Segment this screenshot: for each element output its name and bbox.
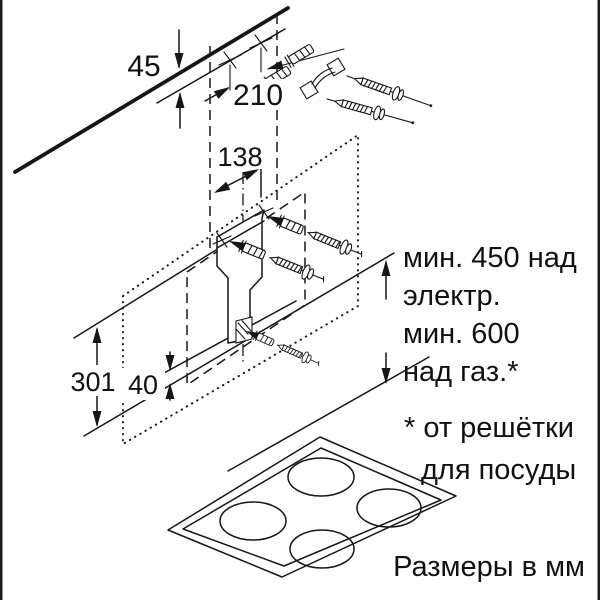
dim-45-label: 45: [127, 50, 160, 83]
mounting-bracket: [212, 204, 274, 344]
reference-lines: [73, 249, 430, 472]
units-label: Размеры в мм: [393, 551, 585, 583]
back-panel-outline: [122, 133, 359, 446]
clearance-line-2: электр.: [403, 280, 501, 312]
clearance-line-4: над газ.*: [403, 356, 519, 388]
bracket-screw-assembly: [229, 239, 325, 283]
dim-210-label: 210: [233, 79, 283, 112]
burner: [356, 488, 422, 528]
dim-301: 301: [68, 327, 118, 427]
top-hardware: [261, 44, 433, 125]
dim-40-label: 40: [128, 370, 158, 400]
drill-cross: [218, 51, 242, 69]
bracket-screw-assembly: [267, 214, 363, 258]
clearance-line-3: мин. 600: [403, 318, 520, 350]
burner: [287, 457, 355, 497]
footnote: * от решётки для посуды: [404, 412, 576, 486]
dim-138-label: 138: [217, 142, 262, 172]
clearance-line-1: мин. 450 над: [403, 242, 577, 274]
footnote-line-2: для посуды: [421, 454, 576, 486]
burner: [289, 529, 355, 569]
dim-45: 45: [127, 29, 185, 129]
clearance-note: мин. 450 над электр. мин. 600 над газ.*: [403, 242, 577, 388]
drill-cross: [249, 34, 273, 52]
bracket-foot: [235, 316, 253, 344]
dim-301-label: 301: [70, 367, 115, 397]
hood-outline: [186, 14, 306, 387]
bracket-screw-assembly: [246, 330, 320, 366]
left-edge-bar: [0, 0, 3, 600]
drill-marks: [218, 34, 273, 91]
screw-icon: [326, 98, 415, 125]
burner: [219, 501, 287, 541]
bracket-hole-cross: [254, 204, 274, 220]
wall-anchor-icon: [284, 44, 315, 68]
dim-210: 210: [204, 79, 283, 112]
screw-icon: [346, 75, 433, 108]
anchor-leader-arrow: [267, 48, 345, 70]
spacer-bracket-icon: [299, 57, 346, 100]
bracket-hole-cross: [212, 232, 232, 248]
cooktop: [167, 436, 457, 578]
footnote-line-1: * от решётки: [404, 412, 574, 444]
clearance-dim: [381, 260, 391, 384]
dim-138: 138: [214, 141, 265, 198]
right-edge-bar: [597, 0, 600, 600]
dim-40: 40: [122, 351, 175, 401]
